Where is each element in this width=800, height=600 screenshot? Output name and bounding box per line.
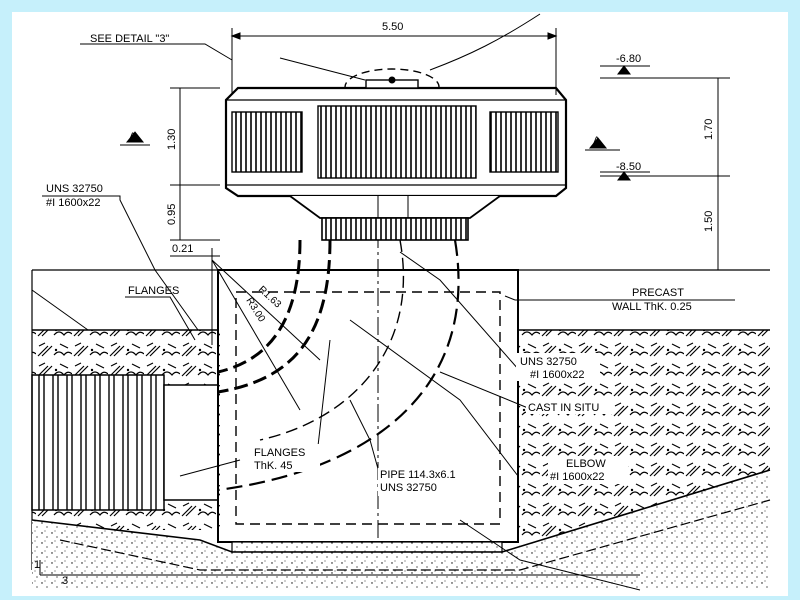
cast-in-situ-callout: CAST IN SITU (526, 400, 614, 414)
cast-in-situ-label: CAST IN SITU (528, 402, 599, 414)
elbow-callout: ELBOW #I 1600x22 (548, 456, 628, 484)
height-right-lower-label: 1.50 (703, 211, 715, 232)
bed-gravel (31, 469, 771, 590)
height-left-upper-label: 1.30 (166, 129, 178, 150)
scale-label-1: 1 (34, 559, 40, 571)
pipe-label-1: PIPE 114.3x6.1 (380, 469, 456, 481)
section-left-label: A (129, 131, 137, 143)
uns-right-label-2: #I 1600x22 (530, 369, 584, 381)
flanges-bottom-callout: FLANGES ThK. 45 (248, 444, 320, 472)
level-mid-label: -8.50 (616, 161, 641, 173)
leader-lines (31, 13, 735, 591)
elbow-label-2: #I 1600x22 (550, 471, 604, 483)
flanges-bottom-label-2: ThK. 45 (254, 460, 293, 472)
corrugated-pipe (31, 374, 219, 511)
see-detail-label: SEE DETAIL "3" (90, 33, 169, 45)
flanges-top-label: FLANGES (128, 285, 179, 297)
uns-right-label-1: UNS 32750 (520, 356, 577, 368)
dimension-lines (120, 28, 730, 411)
precast-label-1: PRECAST (632, 287, 684, 299)
flanges-bottom-label-1: FLANGES (254, 447, 305, 459)
height-right-upper-label: 1.70 (703, 119, 715, 140)
width-dim-label: 5.50 (382, 21, 403, 33)
uns-right-callout: UNS 32750 #I 1600x22 (516, 353, 600, 381)
section-right-label: A (593, 135, 601, 147)
precast-label-2: WALL ThK. 0.25 (612, 301, 692, 313)
pipe-label-2: UNS 32750 (380, 482, 437, 494)
elbow-curves (217, 230, 460, 540)
pipe-callout: PIPE 114.3x6.1 UNS 32750 (378, 468, 478, 496)
level-top-label: -6.80 (616, 53, 641, 65)
offset-label: 0.21 (172, 243, 193, 255)
elbow-label-1: ELBOW (566, 458, 606, 470)
ventilator (224, 68, 568, 241)
uns-left-label-1: UNS 32750 (46, 183, 103, 195)
scale-label-3: 3 (62, 575, 68, 587)
height-left-lower-label: 0.95 (166, 204, 178, 225)
uns-left-label-2: #I 1600x22 (46, 197, 100, 209)
